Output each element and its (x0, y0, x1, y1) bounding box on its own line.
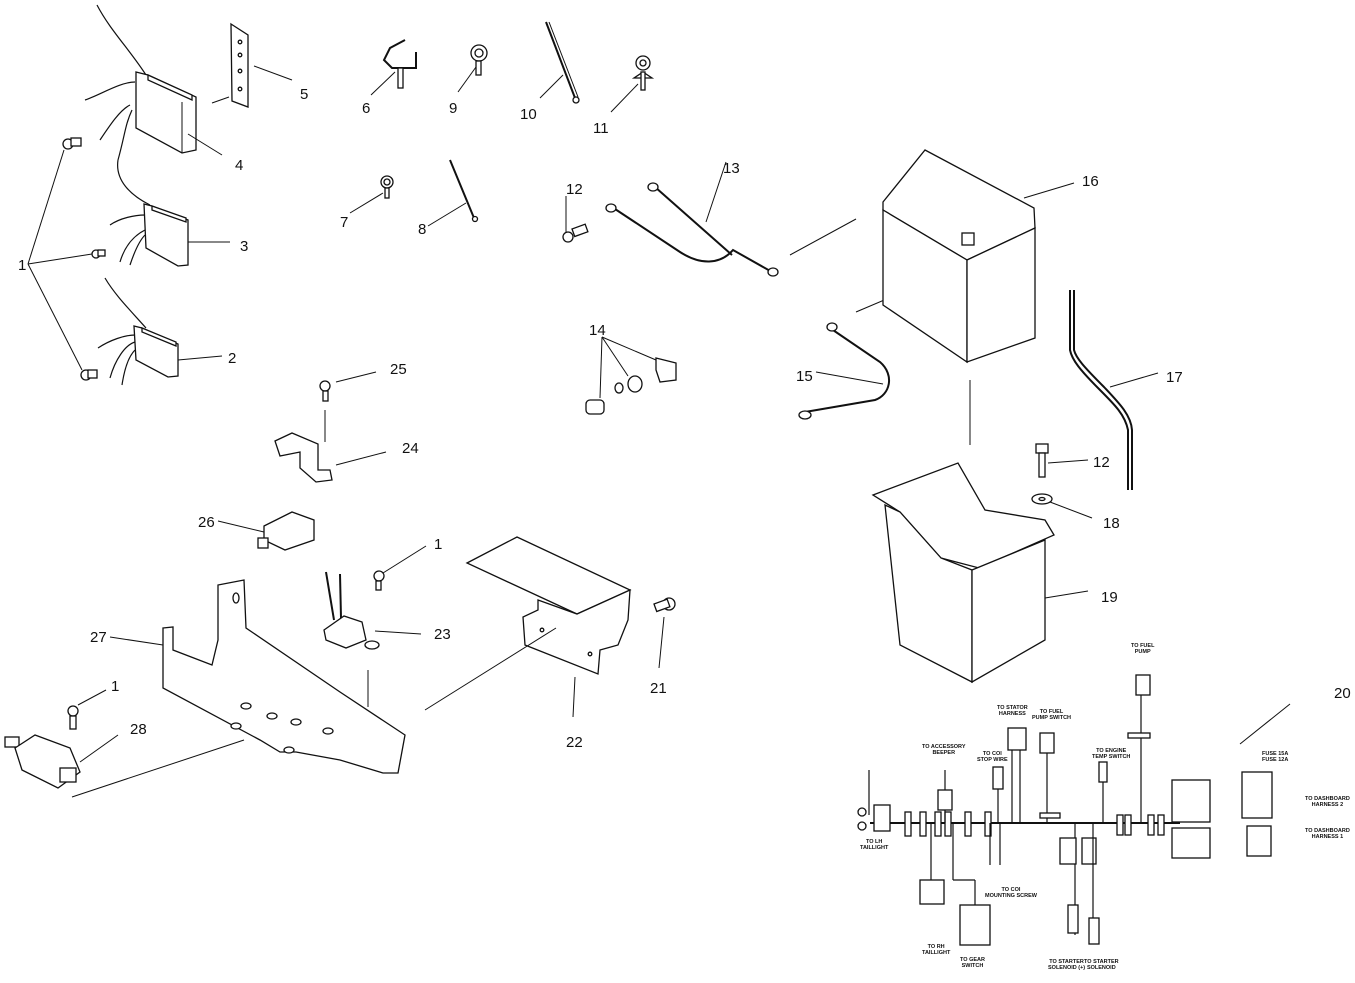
callout-19: 19 (1101, 589, 1118, 606)
callout-5: 5 (300, 86, 309, 103)
bracket-24 (274, 432, 387, 483)
callout-1-mid: 1 (434, 536, 443, 553)
label-coi-mounting-screw: TO COI MOUNTING SCREW (985, 887, 1037, 899)
screw-25 (319, 371, 377, 442)
label-fuel-pump-switch: TO FUEL PUMP SWITCH (1032, 709, 1072, 721)
solenoid-23 (323, 571, 422, 707)
callout-11: 11 (593, 120, 609, 137)
callout-24: 24 (402, 440, 419, 457)
screw-1-lower (67, 689, 107, 730)
wiring-harness-20 (857, 674, 1291, 946)
battery-box-19 (871, 462, 1089, 684)
callout-2: 2 (228, 350, 237, 367)
callout-23: 23 (434, 626, 451, 643)
cable-clamp-9 (457, 44, 488, 93)
relay-module-4 (84, 4, 223, 161)
washer-18 (1031, 493, 1093, 519)
callout-16: 16 (1082, 173, 1099, 190)
terminal-hardware-14 (585, 336, 677, 415)
label-stator-harness: TO STATOR HARNESS (997, 705, 1028, 717)
label-fuel-pump: TO FUEL PUMP (1131, 643, 1155, 655)
label-starter-solenoid-b: TO STARTER SOLENOID (1084, 959, 1119, 971)
screw-1-mid (373, 545, 427, 591)
bolt-12-top (562, 196, 589, 243)
callout-1-lower: 1 (111, 678, 120, 695)
callout-25: 25 (390, 361, 407, 378)
label-gear-switch: TO GEAR SWITCH (960, 957, 985, 969)
label-lh-taillight: TO LH TAILLIGHT (860, 839, 889, 851)
callout-3: 3 (240, 238, 249, 255)
callout-8: 8 (418, 221, 427, 238)
label-coi-stop-wire: TO COI STOP WIRE (977, 751, 1008, 763)
callout-26: 26 (198, 514, 215, 531)
relay-module-2 (97, 277, 223, 386)
label-dashboard-harness-2: TO DASHBOARD HARNESS 2 (1305, 796, 1350, 808)
label-accessory-beeper: TO ACCESSORY BEEPER (922, 744, 966, 756)
label-fuse: FUSE 15A FUSE 12A (1262, 751, 1289, 763)
wire-clip-6 (370, 39, 417, 96)
mounting-plate-27 (109, 579, 406, 774)
cable-tie-10 (539, 21, 580, 104)
callout-6: 6 (362, 100, 371, 117)
callout-14: 14 (589, 322, 606, 339)
callout-17: 17 (1166, 369, 1183, 386)
label-starter-solenoid-a: TO STARTER SOLENOID (+) (1048, 959, 1086, 971)
callout-10: 10 (520, 106, 537, 123)
callout-1: 1 (18, 257, 27, 274)
battery-cable-13 (605, 161, 857, 277)
callout-18: 18 (1103, 515, 1120, 532)
label-rh-taillight: TO RH TAILLIGHT (922, 944, 951, 956)
callout-22: 22 (566, 734, 583, 751)
cover-22 (424, 536, 632, 718)
label-engine-temp-switch: TO ENGINE TEMP SWITCH (1092, 748, 1131, 760)
callout-12-top: 12 (566, 181, 583, 198)
callout-9: 9 (449, 100, 458, 117)
callout-20: 20 (1334, 685, 1351, 702)
module-26 (217, 511, 315, 551)
screw-1-group (27, 137, 106, 381)
label-dashboard-harness-1: TO DASHBOARD HARNESS 1 (1305, 828, 1350, 840)
battery-16 (882, 149, 1075, 445)
relay-module-3 (109, 159, 230, 267)
callout-13: 13 (723, 160, 740, 177)
vent-tube-17 (1069, 290, 1159, 490)
cable-tie-8 (427, 159, 479, 227)
cable-clamp-7 (349, 175, 394, 214)
callout-27: 27 (90, 629, 107, 646)
callout-21: 21 (650, 680, 667, 697)
push-clip-11 (610, 55, 655, 113)
bolt-12-right (1035, 443, 1089, 478)
callout-15: 15 (796, 368, 813, 385)
callout-7: 7 (340, 214, 349, 231)
bolt-21 (653, 597, 676, 669)
callout-12-right: 12 (1093, 454, 1110, 471)
callout-28: 28 (130, 721, 147, 738)
coil-28 (4, 734, 245, 798)
bracket-5 (211, 22, 293, 108)
callout-4: 4 (235, 157, 244, 174)
